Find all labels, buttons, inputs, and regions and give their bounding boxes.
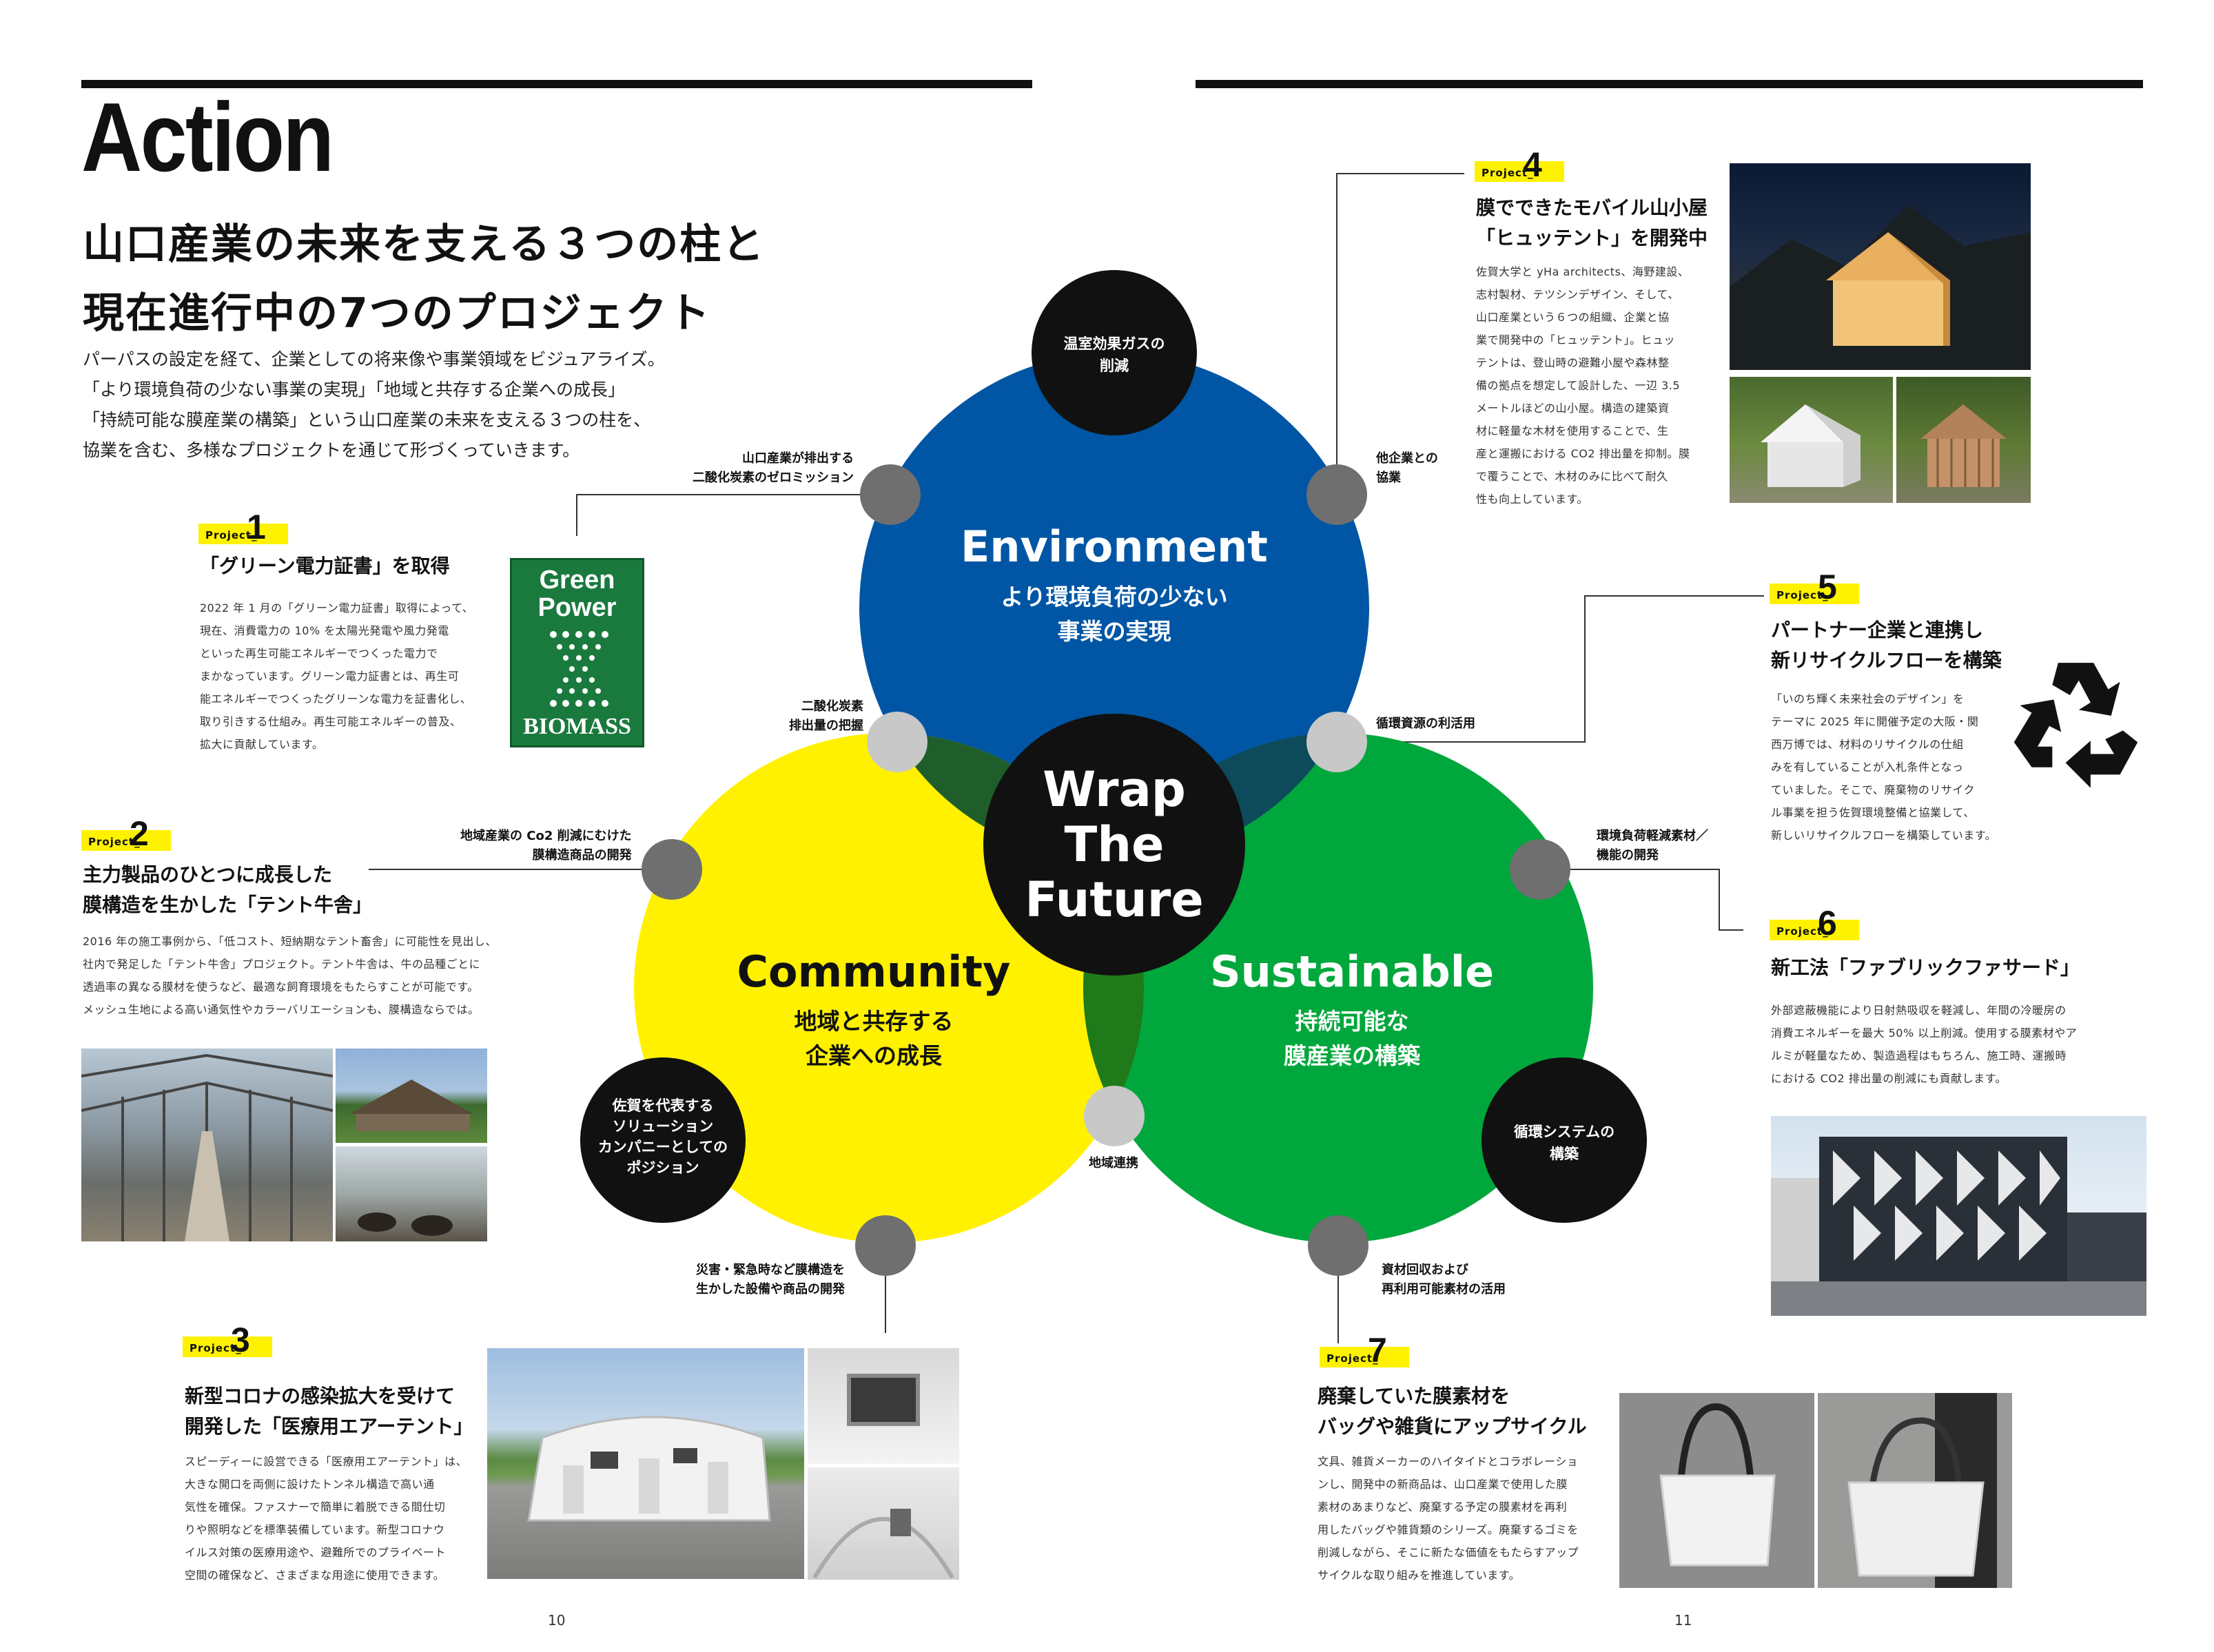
project-3-number: 3: [231, 1321, 250, 1359]
label-recycle-use: 循環資源の利活用: [1376, 716, 1475, 731]
project-2-body: 2016 年の施工事例から、「低コスト、短納期なテント畜舎」に可能性を見出し、 …: [83, 935, 497, 1016]
environment-name: Environment: [961, 522, 1268, 572]
main-heading: 山口産業の未来を支える３つの柱と 現在進行中の7つのプロジェクト: [83, 220, 766, 338]
center-line-2: The: [1064, 816, 1164, 873]
project-3-body: スピーディーに設営できる「医療用エアーテント」は、 大きな開口を両側に設けたトン…: [185, 1455, 468, 1582]
black-circle-top: [1032, 270, 1197, 435]
sustainable-name: Sustainable: [1210, 947, 1494, 997]
project-5-body: 「いのち輝く未来社会のデザイン」を テーマに 2025 年に開催予定の大阪・関 …: [1771, 692, 1997, 842]
environment-sub2: 事業の実現: [1058, 618, 1171, 645]
project-7-number: 7: [1368, 1331, 1387, 1370]
label-regional-co2: 地域産業の Co2 削減にむけた 膜構造商品の開発: [460, 829, 632, 863]
black-circle-right: [1482, 1057, 1647, 1223]
project-1-tag: Project_ 1: [198, 508, 288, 546]
label-eco-material: 環境負荷軽減素材／ 機能の開発: [1597, 829, 1708, 863]
label-disaster: 災害・緊急時など膜構造を 生かした設備や商品の開発: [696, 1263, 845, 1297]
project-1-title: 「グリーン電力証書」を取得: [200, 555, 450, 577]
recycle-icon: [2013, 663, 2138, 788]
photo-hyuttent-night: [1730, 163, 2031, 370]
label-regional-link: 地域連携: [1089, 1156, 1138, 1170]
page-number-left: 10: [548, 1612, 566, 1629]
dot-collection: [1308, 1215, 1369, 1276]
dot-co2-grasp: [867, 712, 927, 772]
project-2-title: 主力製品のひとつに成長した 膜構造を生かした「テント牛舎」: [83, 863, 373, 916]
photo-tent-barn-interior: [81, 1049, 333, 1241]
project-3-title: 新型コロナの感染拡大を受けて 開発した「医療用エアーテント」: [185, 1385, 473, 1438]
dot-eco-material: [1510, 839, 1570, 900]
black-right-line-2: 構築: [1550, 1146, 1579, 1162]
intro-text: パーパスの設定を経て、企業としての将来像や事業領域をビジュアライズ。 「より環境…: [83, 349, 665, 460]
page-title: Action: [81, 83, 334, 192]
dot-regional-co2: [642, 839, 702, 900]
black-left-line-2: ソリューション: [613, 1118, 714, 1135]
environment-circle: [859, 353, 1369, 863]
center-line-3: Future: [1025, 871, 1203, 928]
project-2-number: 2: [130, 814, 149, 853]
project-7-tag: Project_ 7: [1320, 1331, 1409, 1370]
page-number-right: 11: [1674, 1612, 1692, 1629]
project-4-number: 4: [1523, 145, 1542, 184]
environment-sub1: より環境負荷の少ない: [1001, 584, 1227, 610]
project-5-tag: Project_ 5: [1770, 568, 1859, 606]
project-6-body: 外部遮蔽機能により日射熱吸収を軽減し、年間の冷暖房の 消費エネルギーを最大 50…: [1771, 1004, 2078, 1085]
project-5-title: パートナー企業と連携し 新リサイクルフローを構築: [1771, 619, 2002, 672]
dot-co2-zero: [860, 464, 921, 525]
top-rule-right: [1196, 80, 2143, 88]
label-collection: 資材回収および 再利用可能素材の活用: [1382, 1263, 1506, 1297]
project-1-number: 1: [247, 508, 266, 546]
project-4-body: 佐賀大学と yHa architects、海野建設、 志村製材、テツシンデザイン…: [1476, 265, 1690, 506]
black-left-line-3: カンパニーとしての: [598, 1139, 728, 1155]
dot-disaster: [855, 1215, 916, 1276]
label-partner: 他企業との 協業: [1376, 451, 1438, 485]
green-power-logo: Green Power BIOMASS: [510, 558, 644, 747]
black-top-line-1: 温室効果ガスの: [1064, 335, 1165, 352]
project-2-tag: Project_ 2: [81, 814, 171, 853]
photo-tent-barn-cattle: [336, 1146, 487, 1241]
top-rule-left: [81, 80, 1032, 88]
project-7-title: 廃棄していた膜素材を バッグや雑貨にアップサイクル: [1318, 1385, 1587, 1438]
dot-regional-link: [1084, 1086, 1145, 1146]
photo-hyuttent-white: [1730, 377, 1893, 503]
photo-upcycle-bag-2: [1818, 1393, 2012, 1588]
community-name: Community: [737, 947, 1011, 997]
black-top-line-2: 削減: [1100, 358, 1129, 374]
project-7-body: 文具、雑貨メーカーのハイタイドとコラボレーショ ンし、開発中の新商品は、山口産業…: [1318, 1455, 1579, 1582]
black-circle-left: [580, 1057, 746, 1223]
community-sub1: 地域と共存する: [795, 1008, 954, 1035]
project-6-tag: Project_ 6: [1770, 904, 1859, 942]
center-circle: [983, 714, 1245, 975]
label-co2-zero: 山口産業が排出する 二酸化炭素のゼロミッション: [693, 451, 854, 485]
dot-pattern-icon: [550, 631, 608, 707]
photo-air-tent: [487, 1348, 804, 1579]
project-5-number: 5: [1818, 568, 1837, 606]
photo-tent-barn-exterior: [336, 1049, 487, 1143]
community-sub2: 企業への成長: [806, 1042, 943, 1069]
black-left-line-1: 佐賀を代表する: [612, 1097, 714, 1114]
center-line-1: Wrap: [1043, 761, 1186, 818]
black-right-line-1: 循環システムの: [1514, 1124, 1615, 1140]
dot-partner: [1306, 464, 1367, 525]
dot-recycle-use: [1306, 712, 1367, 772]
project-6-title: 新工法「ファブリックファサード」: [1771, 956, 2080, 979]
project-1-body: 2022 年 1 月の「グリーン電力証書」取得によって、 現在、消費電力の 10…: [200, 601, 474, 751]
photo-air-tent-window: [808, 1348, 959, 1464]
project-3-tag: Project_ 3: [183, 1321, 272, 1359]
photo-fabric-facade: [1771, 1116, 2146, 1316]
project-6-number: 6: [1818, 904, 1837, 942]
project-4-title: 膜でできたモバイル山小屋 「ヒュッテント」を開発中: [1476, 196, 1708, 249]
sustainable-sub2: 膜産業の構築: [1284, 1042, 1421, 1069]
photo-hyuttent-wood: [1896, 377, 2031, 503]
black-left-line-4: ポジション: [627, 1159, 699, 1176]
photo-upcycle-bag-1: [1619, 1393, 1814, 1588]
photo-air-tent-interior: [808, 1467, 959, 1580]
project-4-tag: Project_ 4: [1475, 145, 1564, 184]
sustainable-sub1: 持続可能な: [1295, 1008, 1409, 1035]
label-co2-grasp: 二酸化炭素 排出量の把握: [789, 699, 863, 733]
